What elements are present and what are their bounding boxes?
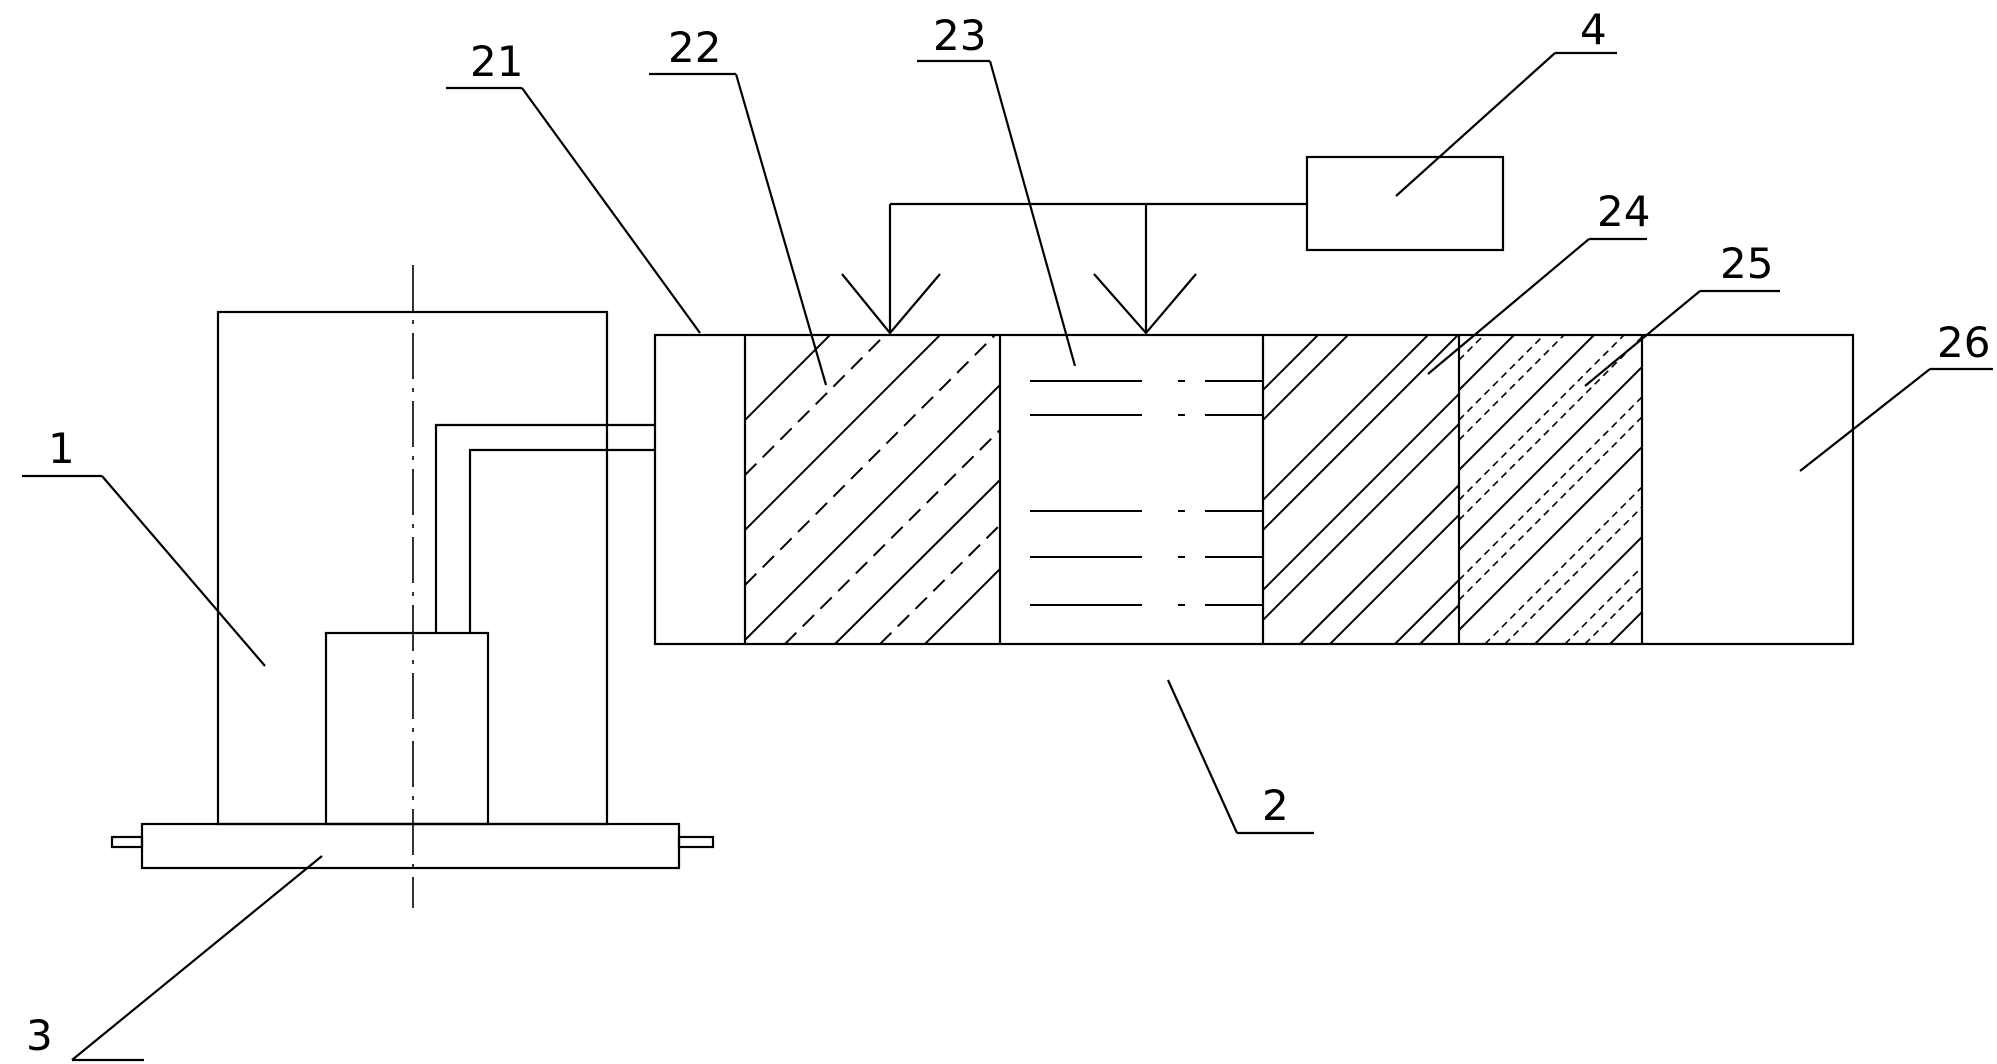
- label-25: 25: [1720, 239, 1773, 288]
- label-1: 1: [48, 424, 75, 473]
- layer-23-plates: [1030, 380, 1263, 606]
- inner-motor-block: [324, 631, 490, 826]
- spray-nozzles: [841, 273, 1197, 335]
- label-24: 24: [1597, 187, 1650, 236]
- label-4: 4: [1580, 5, 1607, 54]
- feed-line: [888, 202, 1307, 333]
- label-2: 2: [1262, 781, 1289, 830]
- leader-lines: [22, 51, 1993, 1062]
- connecting-pipe: [434, 423, 655, 633]
- control-box-unit-4: [1305, 155, 1505, 252]
- base-plate-unit-3: [110, 822, 715, 870]
- label-26: 26: [1937, 318, 1990, 367]
- layer-dividers: [743, 335, 1644, 644]
- layer-25-hatching: [1459, 335, 1642, 644]
- layer-24-hatching: [1263, 335, 1459, 644]
- label-21: 21: [470, 37, 523, 86]
- label-22: 22: [668, 23, 721, 72]
- layer-22-hatching: [745, 335, 1000, 644]
- label-3: 3: [26, 1011, 53, 1060]
- label-23: 23: [933, 11, 986, 60]
- main-body-unit-2: [653, 333, 1855, 646]
